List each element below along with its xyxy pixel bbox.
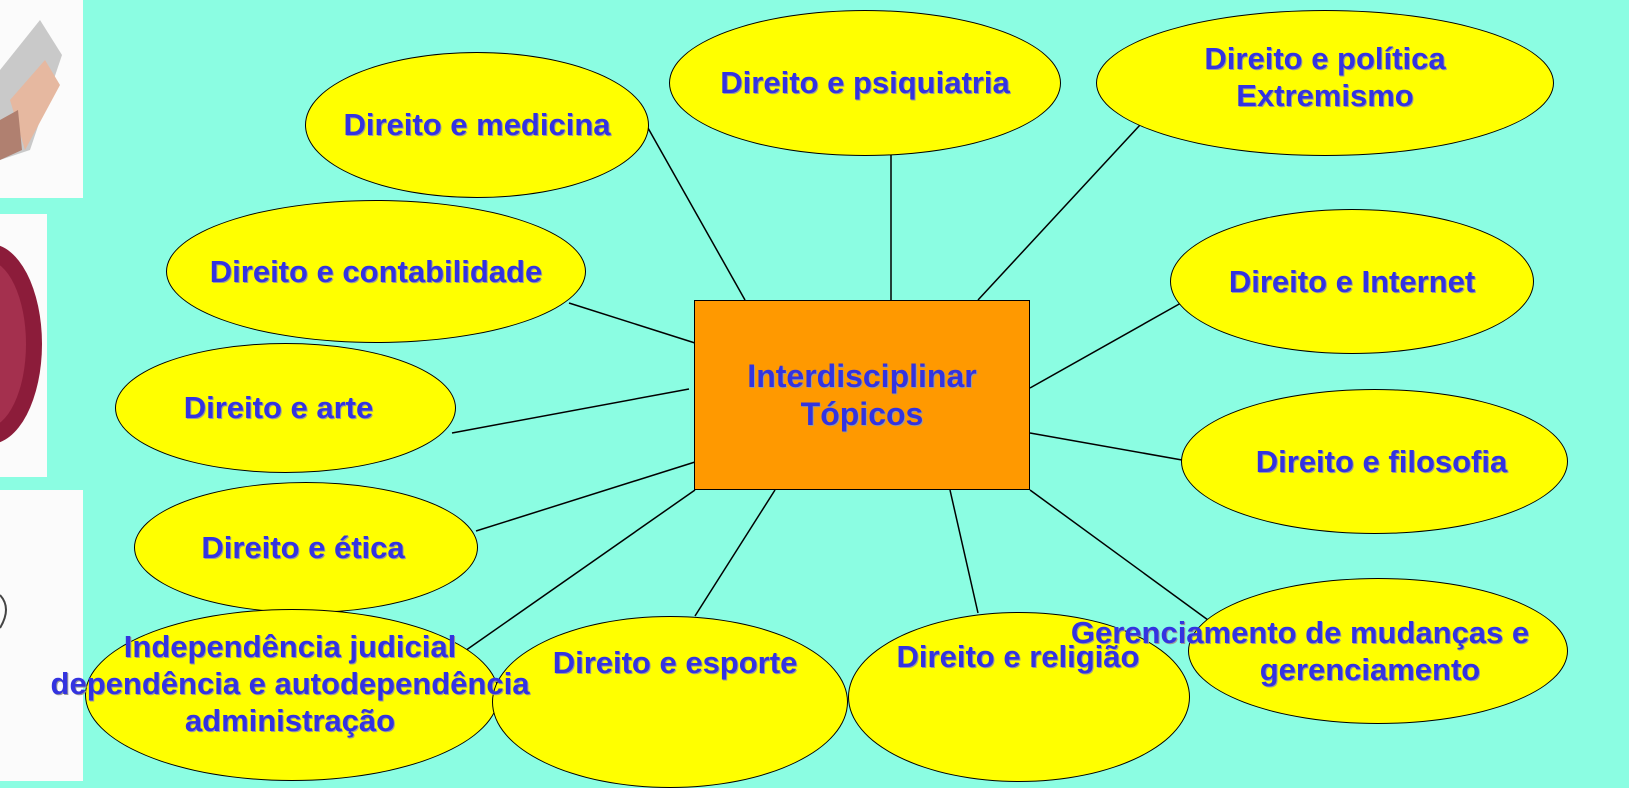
topic-label-line1: Gerenciamento de mudanças e bbox=[1070, 615, 1530, 650]
topic-label-line1: Independência judicial bbox=[123, 629, 457, 664]
topic-label: Direito e filosofia bbox=[1255, 443, 1508, 479]
connector-etica bbox=[475, 461, 696, 532]
topic-direito-filosofia: Direito e filosofia bbox=[1181, 389, 1568, 534]
topic-direito-contabilidade: Direito e contabilidade bbox=[166, 200, 586, 343]
topic-label: Direito e esporte bbox=[552, 645, 798, 681]
topic-label: Direito e religião bbox=[896, 639, 1140, 675]
topic-gerenciamento-mudancas-label: Gerenciamento de mudanças e gerenciament… bbox=[1030, 614, 1570, 688]
topic-direito-medicina: Direito e medicina bbox=[305, 52, 649, 198]
topic-label-line2: gerenciamento bbox=[1259, 652, 1481, 688]
topic-label: Direito e contabilidade bbox=[209, 253, 543, 289]
topic-independencia-judicial bbox=[85, 609, 499, 781]
connector-esporte bbox=[694, 489, 776, 617]
connector-arte bbox=[451, 388, 690, 434]
topic-independencia-judicial-label: Independência judicial dependência e aut… bbox=[0, 628, 580, 740]
topic-label-line2: dependência e autodependência bbox=[50, 666, 530, 702]
connector-medicina bbox=[647, 127, 746, 301]
topic-label-line3: administração bbox=[184, 703, 396, 739]
connector-politica bbox=[977, 124, 1141, 301]
connector-independencia bbox=[451, 489, 696, 661]
topic-direito-arte: Direito e arte bbox=[115, 343, 456, 473]
left-photo-top bbox=[0, 0, 83, 198]
hand-writing-photo-icon bbox=[0, 0, 83, 198]
topic-direito-etica: Direito e ética bbox=[134, 482, 478, 613]
center-label-line2: Tópicos bbox=[800, 396, 924, 432]
topic-gerenciamento-mudancas bbox=[1188, 578, 1568, 724]
center-label-line1: Interdisciplinar bbox=[747, 357, 977, 394]
topic-label: Direito e arte bbox=[183, 390, 374, 426]
left-photo-middle bbox=[0, 214, 47, 477]
topic-label-line2: Extremismo bbox=[1236, 78, 1414, 113]
connector-filosofia bbox=[1029, 432, 1183, 461]
topic-label: Direito e ética bbox=[201, 529, 405, 565]
topic-direito-religiao: Direito e religião bbox=[848, 612, 1190, 782]
left-photo-bottom bbox=[0, 490, 83, 781]
connector-contabilidade bbox=[568, 302, 696, 344]
topic-label: Direito e medicina bbox=[343, 107, 611, 143]
topic-direito-internet: Direito e Internet bbox=[1170, 209, 1534, 354]
topic-direito-esporte: Direito e esporte bbox=[492, 616, 848, 788]
topic-direito-psiquiatria: Direito e psiquiatria bbox=[669, 10, 1061, 156]
scales-photo-icon bbox=[0, 490, 83, 781]
topic-direito-politica: Direito e política Extremismo bbox=[1096, 10, 1554, 156]
connector-internet bbox=[1029, 302, 1182, 389]
center-node-interdisciplinar: Interdisciplinar Tópicos bbox=[694, 300, 1030, 490]
topic-label-line1: Direito e política bbox=[1204, 40, 1446, 76]
seal-photo-icon bbox=[0, 214, 47, 477]
topic-label: Direito e Internet bbox=[1228, 263, 1476, 299]
topic-label: Direito e psiquiatria bbox=[720, 65, 1010, 101]
connector-religiao bbox=[949, 489, 979, 614]
connector-mudancas bbox=[1029, 489, 1209, 621]
